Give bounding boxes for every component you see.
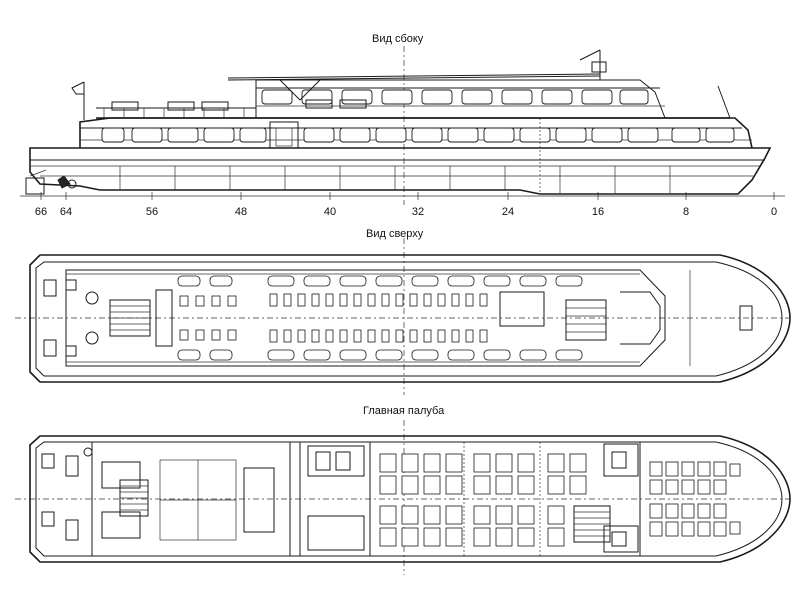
frame-label: 32 xyxy=(411,206,425,218)
top-view-title: Вид сверху xyxy=(366,228,424,240)
main-deck-title: Главная палуба xyxy=(363,405,445,417)
frame-label: 56 xyxy=(145,206,159,218)
frame-label: 16 xyxy=(591,206,605,218)
frame-label: 48 xyxy=(234,206,248,218)
frame-label: 66 xyxy=(34,206,48,218)
side-view xyxy=(20,46,785,205)
frame-label: 24 xyxy=(501,206,515,218)
frame-label: 8 xyxy=(682,206,690,218)
side-view-title: Вид сбоку xyxy=(372,33,424,45)
frame-label: 0 xyxy=(770,206,778,218)
top-view xyxy=(15,238,791,395)
main-deck-view xyxy=(15,420,791,575)
frame-label: 40 xyxy=(323,206,337,218)
frame-label: 64 xyxy=(59,206,73,218)
